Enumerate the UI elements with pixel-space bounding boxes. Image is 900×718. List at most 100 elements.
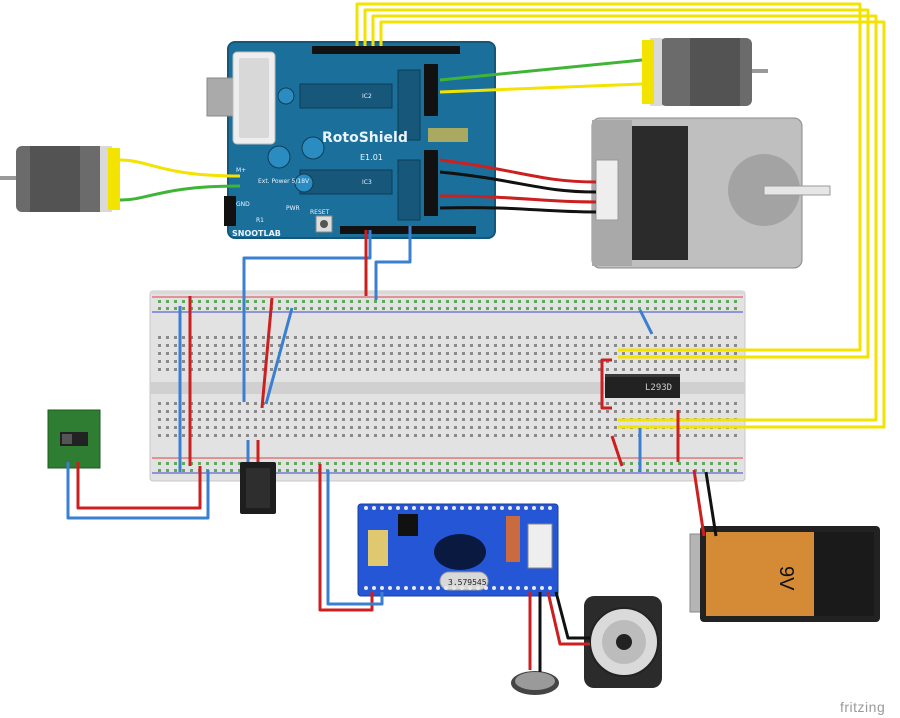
breadboard-hole [486, 402, 489, 405]
breadboard-hole [702, 368, 705, 371]
breadboard-hole [430, 307, 433, 310]
breadboard-hole [358, 307, 361, 310]
breadboard-hole [302, 360, 305, 363]
breadboard-hole [318, 434, 321, 437]
breadboard-hole [534, 426, 537, 429]
breadboard-hole [534, 462, 537, 465]
breadboard-hole [430, 300, 433, 303]
breadboard-hole [334, 368, 337, 371]
breadboard-hole [622, 300, 625, 303]
breadboard-hole [494, 352, 497, 355]
breadboard-hole [518, 426, 521, 429]
breadboard-hole [182, 469, 185, 472]
motor-plus-label: M+ [236, 167, 246, 174]
breadboard-hole [294, 402, 297, 405]
breadboard-hole [406, 360, 409, 363]
breadboard-hole [558, 352, 561, 355]
breadboard-hole [574, 307, 577, 310]
breadboard-hole [702, 352, 705, 355]
slide-switch-icon[interactable] [47, 409, 101, 469]
breadboard-hole [278, 368, 281, 371]
breadboard-hole [294, 344, 297, 347]
breadboard-hole [438, 418, 441, 421]
breadboard-hole [406, 300, 409, 303]
module-pin [372, 506, 376, 510]
breadboard-hole [734, 336, 737, 339]
breadboard-hole [430, 336, 433, 339]
breadboard-hole [494, 469, 497, 472]
breadboard-hole [614, 300, 617, 303]
breadboard-hole [238, 426, 241, 429]
breadboard-hole [382, 469, 385, 472]
breadboard-hole [326, 300, 329, 303]
breadboard-hole [414, 402, 417, 405]
breadboard-hole [518, 418, 521, 421]
breadboard-hole [710, 352, 713, 355]
breadboard-hole [390, 300, 393, 303]
breadboard-hole [390, 368, 393, 371]
breadboard-hole [526, 426, 529, 429]
breadboard-hole [222, 469, 225, 472]
breadboard-hole [566, 402, 569, 405]
breadboard-hole [510, 360, 513, 363]
breadboard-hole [606, 368, 609, 371]
breadboard-hole [278, 434, 281, 437]
breadboard-hole [310, 426, 313, 429]
breadboard-hole [318, 368, 321, 371]
wire-yellow [371, 14, 878, 422]
breadboard-hole [262, 410, 265, 413]
breadboard-hole [606, 336, 609, 339]
breadboard-hole [366, 418, 369, 421]
module-pin [468, 586, 472, 590]
breadboard-hole [158, 352, 161, 355]
module-pin [516, 586, 520, 590]
breadboard-hole [734, 352, 737, 355]
breadboard-hole [510, 469, 513, 472]
breadboard-hole [670, 434, 673, 437]
breadboard-hole [270, 418, 273, 421]
breadboard-hole [390, 462, 393, 465]
r1-label: R1 [256, 217, 264, 224]
module-pin [516, 506, 520, 510]
chip-label: L293D [645, 383, 672, 393]
breadboard-hole [270, 360, 273, 363]
breadboard-hole [662, 352, 665, 355]
breadboard-hole [422, 336, 425, 339]
breadboard-hole [710, 402, 713, 405]
breadboard-hole [174, 352, 177, 355]
breadboard-hole [534, 336, 537, 339]
breadboard-hole [598, 300, 601, 303]
breadboard-hole [534, 434, 537, 437]
breadboard-hole [470, 426, 473, 429]
breadboard-hole [566, 336, 569, 339]
breadboard-hole [462, 402, 465, 405]
breadboard-hole [430, 368, 433, 371]
breadboard-hole [358, 300, 361, 303]
breadboard-hole [582, 410, 585, 413]
breadboard-hole [390, 434, 393, 437]
breadboard-hole [710, 462, 713, 465]
breadboard-hole [710, 469, 713, 472]
breadboard-hole [246, 352, 249, 355]
breadboard-hole [710, 344, 713, 347]
breadboard-hole [406, 426, 409, 429]
breadboard-hole [270, 352, 273, 355]
breadboard-hole [230, 426, 233, 429]
module-pin [404, 506, 408, 510]
breadboard-hole [734, 360, 737, 363]
wire-red [610, 435, 624, 467]
breadboard-hole [278, 462, 281, 465]
breadboard-hole [182, 418, 185, 421]
breadboard-hole [374, 352, 377, 355]
breadboard-hole [286, 402, 289, 405]
breadboard-hole [382, 360, 385, 363]
breadboard-hole [438, 469, 441, 472]
breadboard-hole [190, 469, 193, 472]
wire-red [439, 158, 597, 184]
breadboard-hole [726, 410, 729, 413]
breadboard-hole [254, 336, 257, 339]
breadboard-hole [566, 368, 569, 371]
breadboard-hole [654, 402, 657, 405]
breadboard-hole [510, 462, 513, 465]
module-pin [396, 506, 400, 510]
